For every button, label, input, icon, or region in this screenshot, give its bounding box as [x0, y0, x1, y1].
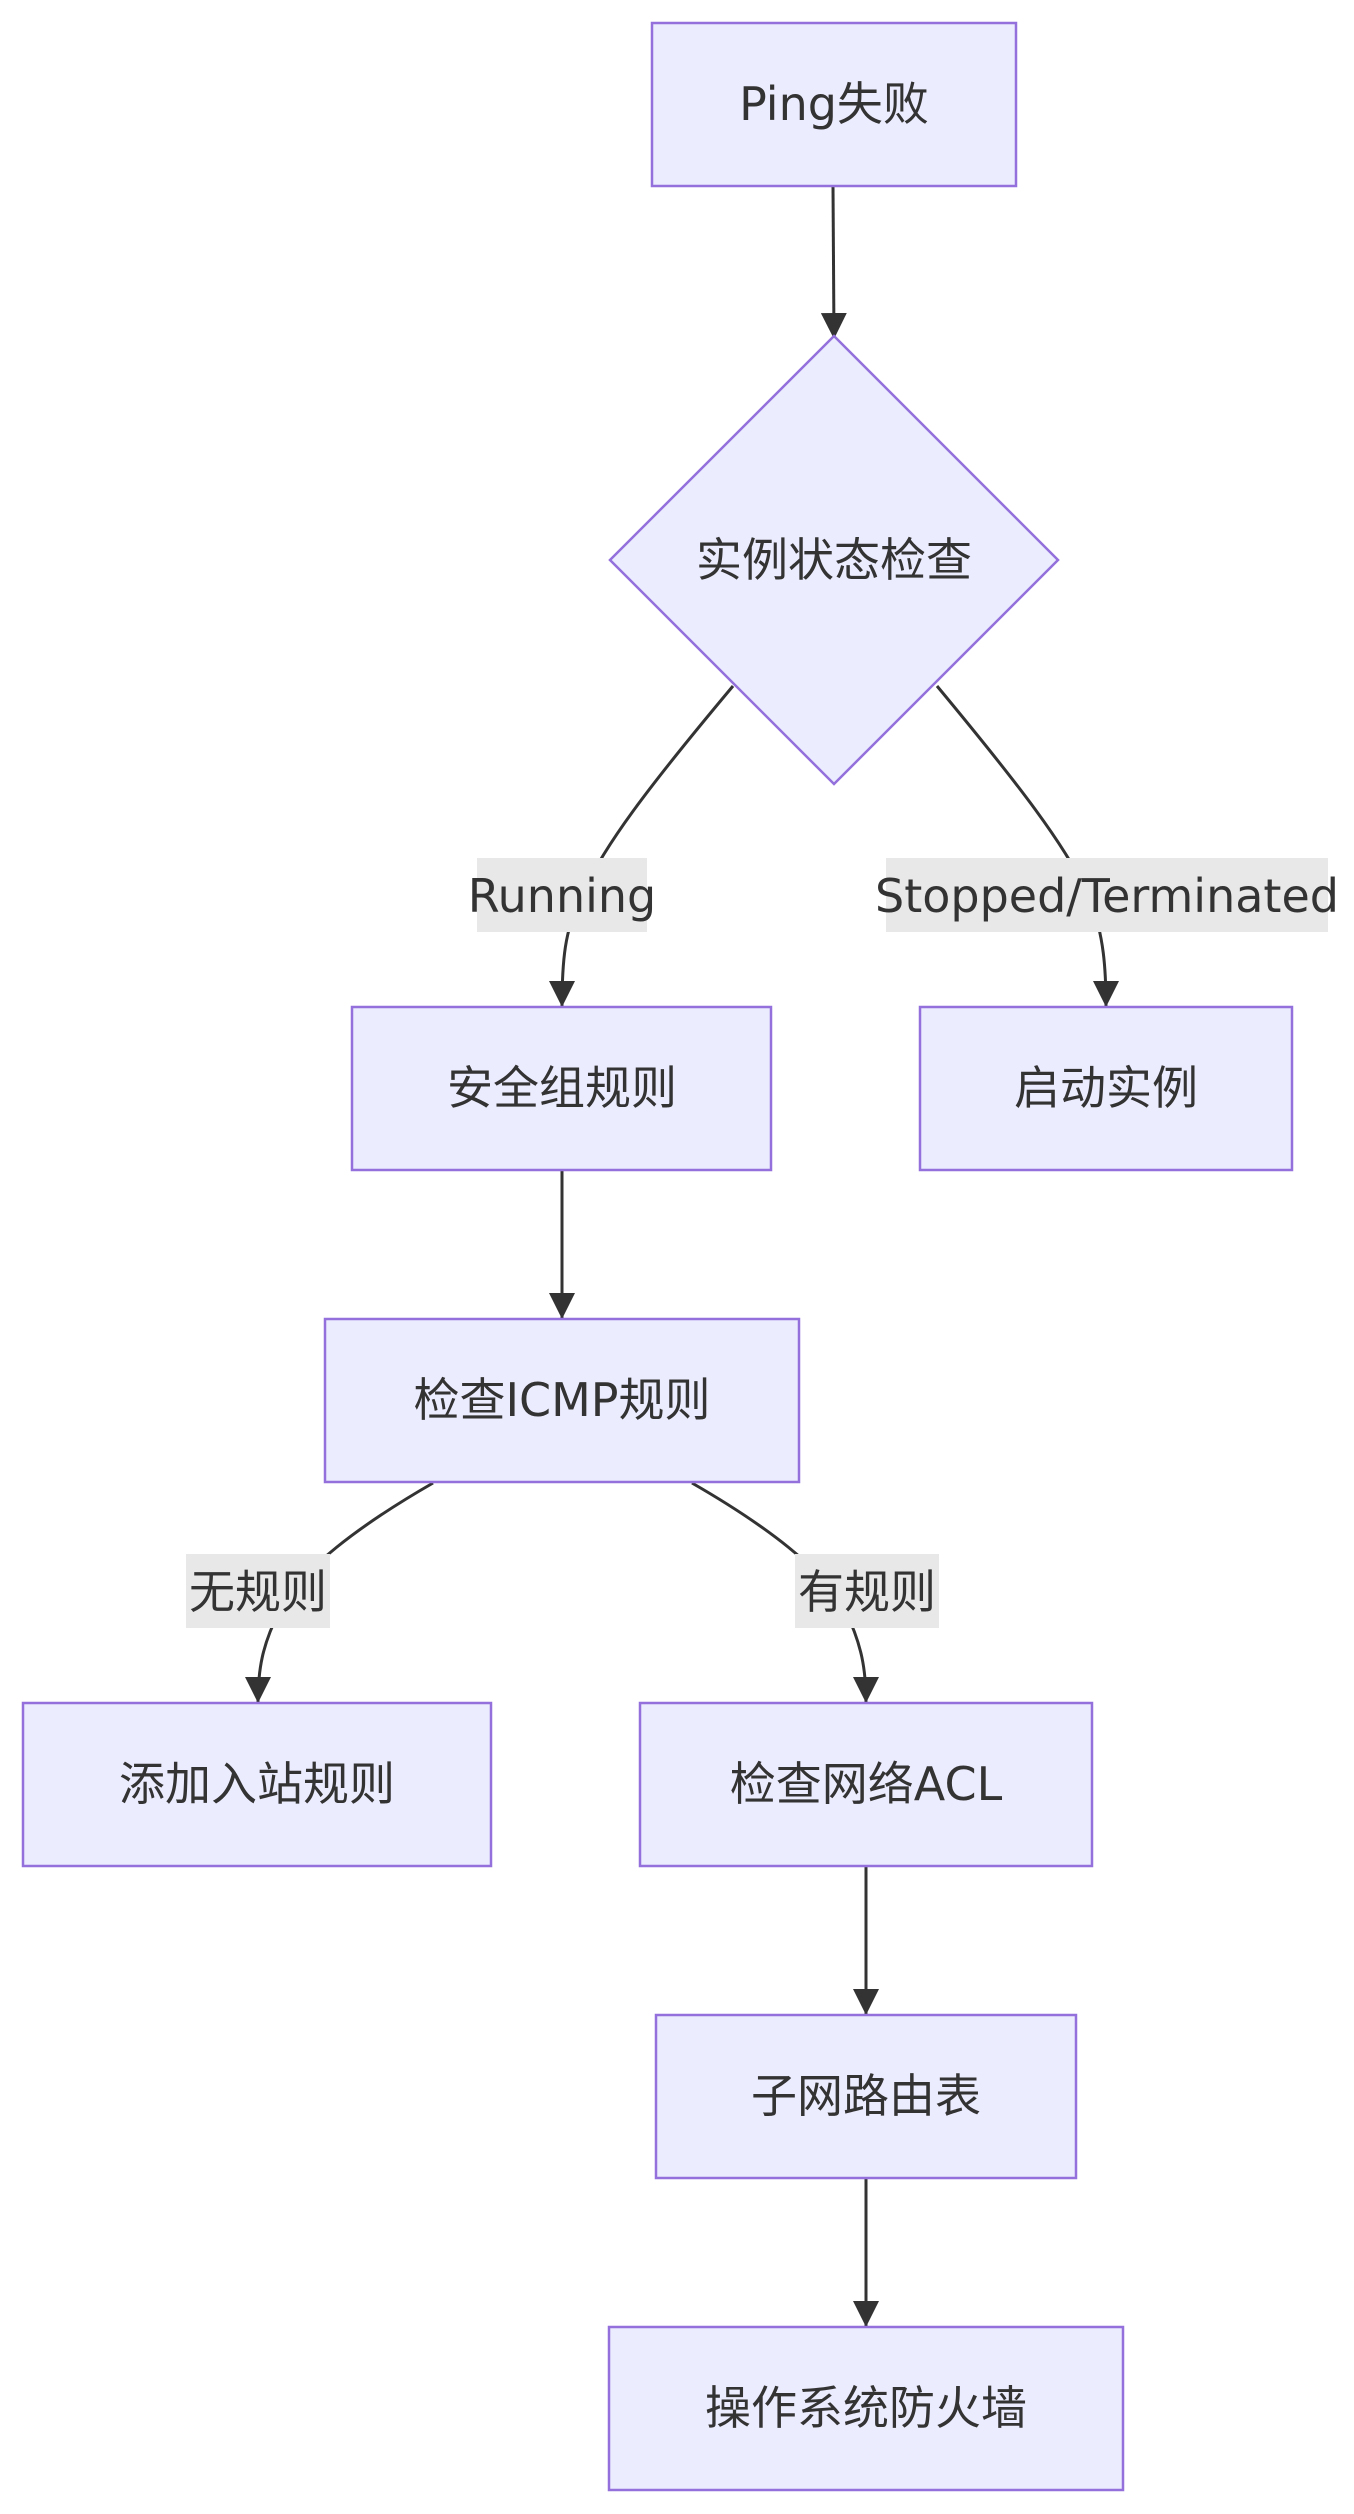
node-subnet-route-table-label: 子网路由表: [751, 2069, 981, 2123]
node-add-inbound-rule: 添加入站规则: [21, 1701, 493, 1868]
node-ping-fail-label: Ping失败: [739, 77, 929, 131]
node-start-instance: 启动实例: [918, 1005, 1294, 1172]
node-os-firewall-label: 操作系统防火墙: [705, 2381, 1027, 2435]
node-check-network-acl-label: 检查网络ACL: [730, 1757, 1003, 1811]
node-check-icmp-rules-label: 检查ICMP规则: [413, 1373, 710, 1427]
nodes: Ping失败 实例状态检查 安全组规则 启动实例 检查ICMP规则 添加入站规则…: [21, 21, 1294, 2492]
edge-label-has-rule-text: 有规则: [798, 1565, 936, 1619]
node-instance-status-check: 实例状态检查: [608, 334, 1060, 786]
node-start-instance-label: 启动实例: [1014, 1061, 1198, 1115]
edge-label-no-rule-text: 无规则: [189, 1565, 327, 1619]
edge-labels: Running Stopped/Terminated 无规则 有规则: [186, 858, 1339, 1628]
node-add-inbound-rule-label: 添加入站规则: [119, 1757, 395, 1811]
node-ping-fail: Ping失败: [650, 21, 1018, 188]
edge-label-running-text: Running: [468, 869, 657, 923]
edge-status-to-start-instance: [935, 685, 1119, 1008]
edge-status-to-security-group: [549, 685, 735, 1008]
node-instance-status-check-label: 实例状态检查: [696, 533, 972, 587]
edge-label-no-rule: 无规则: [186, 1554, 330, 1628]
node-security-group-rules: 安全组规则: [350, 1005, 773, 1172]
node-subnet-route-table: 子网路由表: [654, 2013, 1078, 2180]
edge-ping-to-status: [820, 185, 847, 340]
edge-label-running: Running: [468, 858, 657, 932]
edge-label-stopped-text: Stopped/Terminated: [875, 869, 1339, 923]
node-check-network-acl: 检查网络ACL: [638, 1701, 1094, 1868]
edge-label-has-rule: 有规则: [795, 1554, 939, 1628]
node-check-icmp-rules: 检查ICMP规则: [323, 1317, 801, 1484]
edge-label-stopped: Stopped/Terminated: [875, 858, 1339, 932]
node-os-firewall: 操作系统防火墙: [607, 2325, 1125, 2492]
node-security-group-rules-label: 安全组规则: [447, 1061, 677, 1115]
